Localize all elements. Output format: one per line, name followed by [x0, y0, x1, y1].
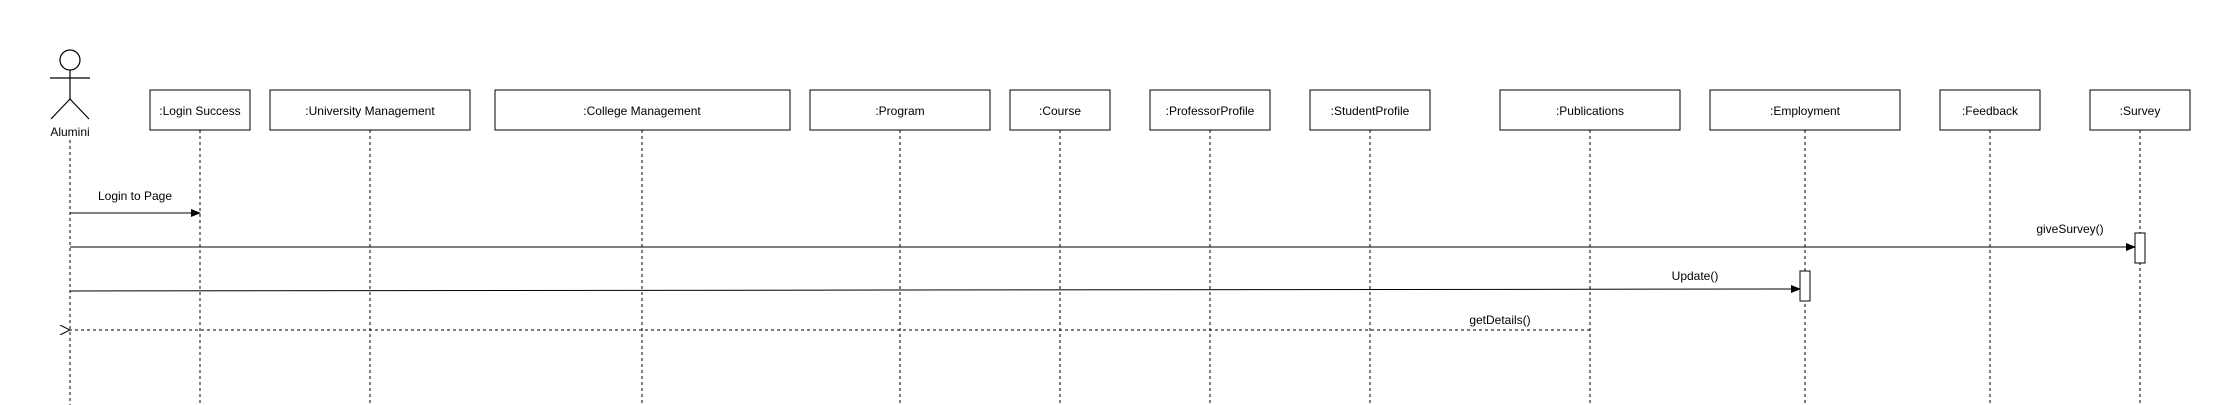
lifeline-box: [1009, 89, 1111, 131]
lifeline-box: [269, 89, 471, 131]
lifeline-feedback: :Feedback: [1939, 89, 2041, 405]
lifeline-course: :Course: [1009, 89, 1111, 405]
lifeline-box: [1499, 89, 1681, 131]
lifeline-label: :Program: [875, 104, 924, 118]
message-label: Update(): [1672, 269, 1719, 283]
activation-bar-employment: [1799, 270, 1811, 302]
actor-alumini: Alumini: [50, 49, 90, 405]
lifeline-label: :Publications: [1556, 104, 1624, 118]
actor-label: Alumini: [50, 125, 89, 139]
lifeline-label: :StudentProfile: [1331, 104, 1410, 118]
lifeline-label: :Login Success: [159, 104, 240, 118]
actor-icon: [50, 49, 90, 120]
lifeline-box: [494, 89, 791, 131]
message-label: getDetails(): [1469, 313, 1530, 327]
lifeline-box: [149, 89, 251, 131]
lifeline-college-management: :College Management: [494, 89, 791, 405]
lifeline-survey: :Survey: [2089, 89, 2191, 405]
lifeline-label: :Course: [1039, 104, 1081, 118]
message-update: Update(): [69, 269, 1801, 294]
message-label: giveSurvey(): [2036, 222, 2103, 236]
lifeline-program: :Program: [809, 89, 991, 405]
lifeline-label: :University Management: [305, 104, 435, 118]
lifeline-student-profile: :StudentProfile: [1309, 89, 1431, 405]
activation-bar-survey: [2134, 232, 2146, 264]
message-get-details: getDetails(): [70, 313, 1590, 330]
lifeline-university-management: :University Management: [269, 89, 471, 405]
lifeline-box: [1939, 89, 2041, 131]
lifeline-label: :Feedback: [1962, 104, 2019, 118]
message-arrow: [69, 285, 1801, 294]
lifeline-box: [809, 89, 991, 131]
lifeline-box: [1149, 89, 1271, 131]
lifeline-publications: :Publications: [1499, 89, 1681, 405]
message-give-survey: giveSurvey(): [70, 222, 2136, 251]
lifeline-label: :ProfessorProfile: [1166, 104, 1255, 118]
lifeline-label: :Survey: [2120, 104, 2161, 118]
lifeline-professor-profile: :ProfessorProfile: [1149, 89, 1271, 405]
lifeline-login-success: :Login Success: [149, 89, 251, 405]
message-label: Login to Page: [98, 189, 172, 203]
lifeline-employment: :Employment: [1709, 89, 1901, 405]
message-login-to-page: Login to Page: [70, 189, 201, 217]
lifeline-label: :Employment: [1770, 104, 1841, 118]
lifeline-label: :College Management: [583, 104, 701, 118]
lifeline-box: [1709, 89, 1901, 131]
